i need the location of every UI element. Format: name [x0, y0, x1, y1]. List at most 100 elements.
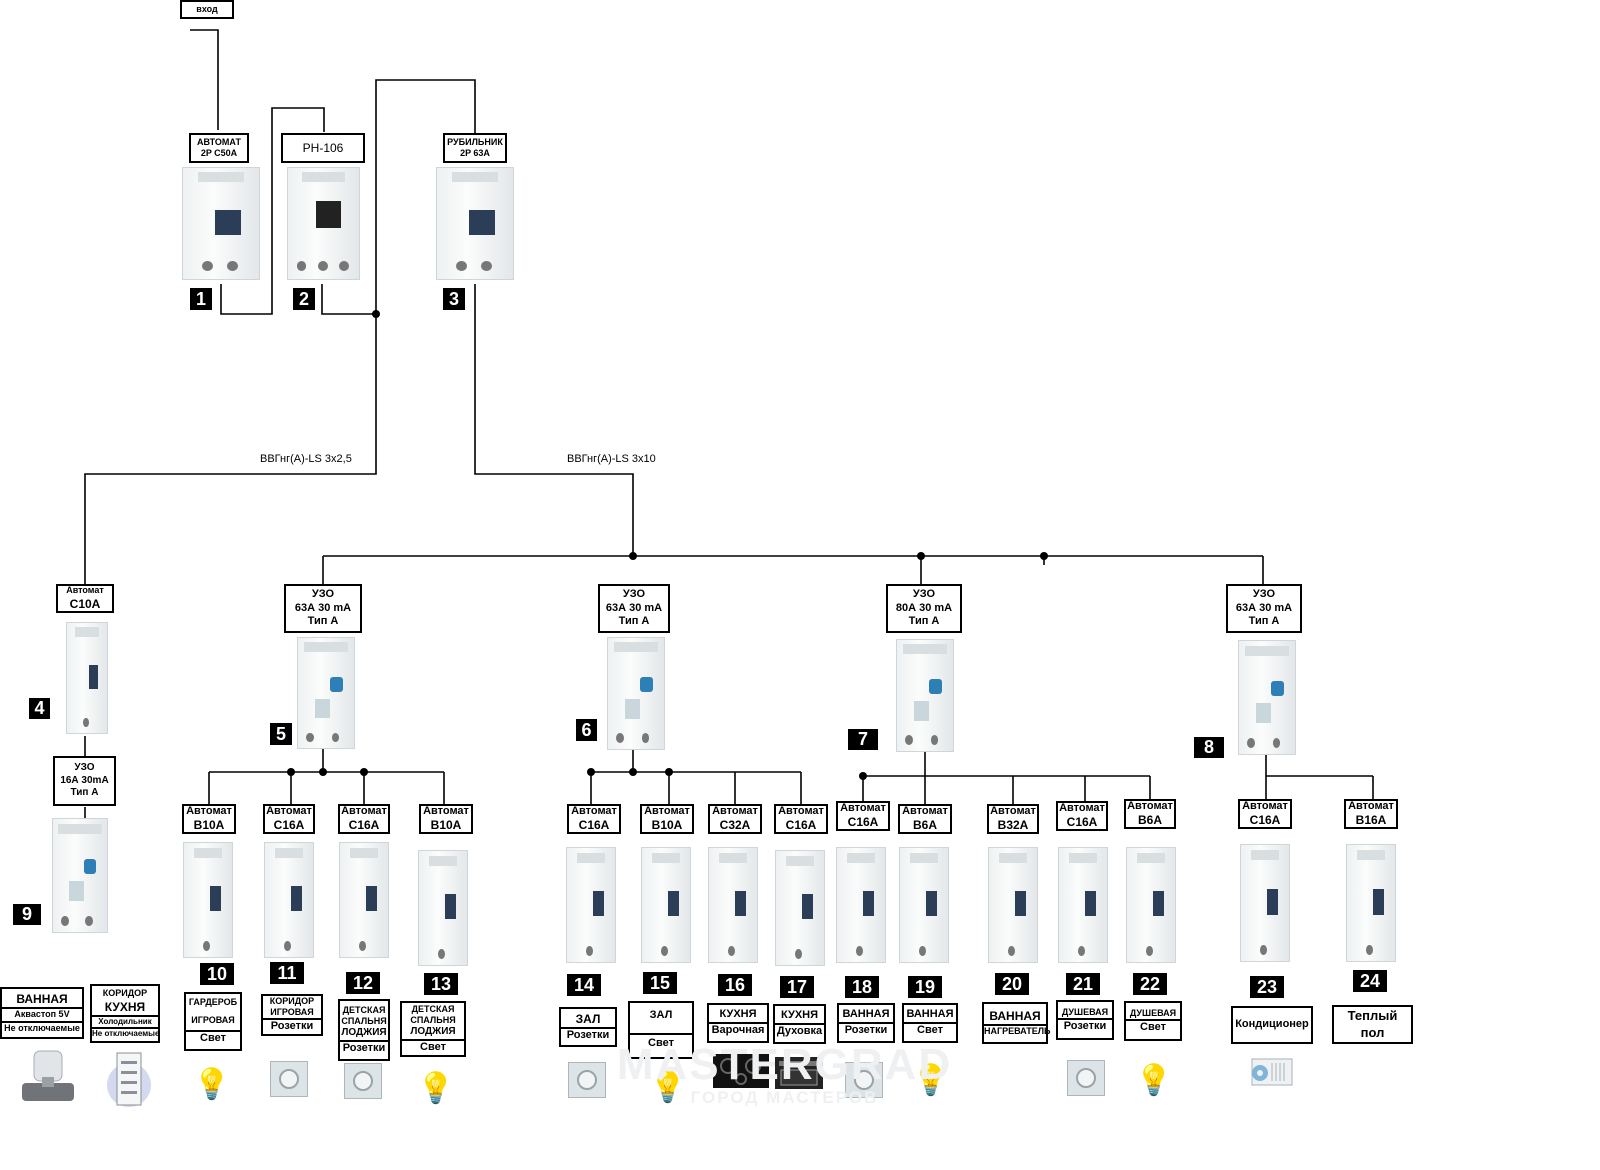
left-breaker-label: Автомат С10А: [56, 584, 114, 613]
circuit-15-type: Свет: [630, 1033, 692, 1051]
rcd-5-line3: Тип А: [307, 615, 339, 628]
circuit-11-label: КОРИДОР ИГРОВАЯ Розетки: [261, 994, 323, 1036]
breaker-13-label: Автомат В10А: [419, 804, 473, 834]
number-23: 23: [1250, 976, 1284, 998]
breaker-22-line2: В6А: [1137, 813, 1162, 828]
breaker-14-line2: С16А: [578, 818, 610, 833]
breaker-18-label: Автомат С16А: [836, 801, 890, 831]
circuit-18-dest1: ВАННАЯ: [842, 1008, 890, 1021]
breaker-16-line1: Автомат: [712, 804, 758, 817]
breaker-11-line1: Автомат: [266, 804, 312, 817]
breaker-15-line2: В10А: [651, 818, 683, 833]
number-8: 8: [1194, 737, 1224, 758]
number-18: 18: [845, 976, 879, 998]
rcd-8-line3: Тип А: [1248, 615, 1280, 628]
breaker-12-line1: Автомат: [341, 804, 387, 817]
socket-icon: [344, 1063, 382, 1099]
circuit-22-type: Свет: [1126, 1018, 1180, 1035]
main-switch-device: [436, 167, 514, 280]
rcd-5-label: УЗО 63А 30 mA Тип А: [284, 584, 362, 633]
breaker-17-line2: С16А: [785, 818, 817, 833]
circuit-17-label: КУХНЯ Духовка: [773, 1004, 826, 1044]
socket-icon: [270, 1061, 308, 1097]
circuit-20-label: ВАННАЯ НАГРЕВАТЕЛЬ: [982, 1002, 1051, 1044]
breaker-24-label: Автомат В16А: [1344, 799, 1398, 829]
circuit-19-label: ВАННАЯ Свет: [902, 1003, 958, 1043]
circuit-17-dest1: КУХНЯ: [780, 1009, 819, 1022]
breaker-18-device: [836, 847, 886, 963]
circuit-19-type: Свет: [904, 1022, 956, 1038]
number-10: 10: [200, 963, 234, 985]
air-conditioner-icon: [1251, 1058, 1293, 1086]
light-bulb-icon: 💡: [193, 1068, 231, 1101]
circuit-24-dest1: Теплый: [1347, 1008, 1398, 1024]
socket-icon: [845, 1062, 883, 1098]
bath-group-line1: Аквастоп 5V: [2, 1007, 82, 1020]
circuit-13-label: ДЕТСКАЯ СПАЛЬНЯ ЛОДЖИЯ Свет: [400, 1001, 466, 1057]
number-5: 5: [270, 723, 292, 745]
circuit-12-label: ДЕТСКАЯ СПАЛЬНЯ ЛОДЖИЯ Розетки: [338, 999, 390, 1061]
rcd-7-line2: 80А 30 mA: [895, 601, 953, 614]
breaker-10-line1: Автомат: [186, 804, 232, 817]
breaker-15-label: Автомат В10А: [640, 804, 694, 834]
rcd-6-label: УЗО 63А 30 mA Тип А: [598, 584, 670, 633]
circuit-11-dest2: ИГРОВАЯ: [270, 1007, 314, 1018]
corridor-group-title2: КУХНЯ: [104, 999, 146, 1014]
circuit-14-dest1: ЗАЛ: [575, 1011, 601, 1026]
left-breaker-line2: С10А: [69, 596, 101, 611]
water-valve-icon: [22, 1050, 74, 1101]
circuit-24-dest2: пол: [1360, 1024, 1385, 1040]
breaker-20-device: [988, 847, 1038, 963]
circuit-14-label: ЗАЛ Розетки: [559, 1007, 617, 1047]
breaker-21-label: Автомат С16А: [1056, 801, 1108, 831]
circuit-17-type: Духовка: [775, 1023, 824, 1037]
breaker-17-label: Автомат С16А: [774, 804, 828, 834]
light-bulb-icon: 💡: [912, 1064, 950, 1097]
rcd-7-device: [896, 639, 954, 752]
voltage-relay-text: РН-106: [302, 140, 344, 155]
number-20: 20: [995, 973, 1029, 995]
number-19: 19: [908, 976, 942, 998]
breaker-20-line1: Автомат: [990, 804, 1036, 817]
circuit-10-dest1: ГАРДЕРОБ: [188, 997, 238, 1008]
main-breaker-label: АВТОМАТ 2P C50A: [189, 133, 249, 163]
number-2: 2: [293, 288, 315, 310]
circuit-12-type: Розетки: [340, 1039, 388, 1056]
breaker-12-device: [339, 842, 389, 958]
left-rcd-line1: УЗО: [74, 762, 95, 774]
breaker-17-line1: Автомат: [778, 804, 824, 817]
circuit-22-label: ДУШЕВАЯ Свет: [1124, 1001, 1182, 1041]
number-9: 9: [13, 904, 41, 925]
rcd-5-line2: 63А 30 mA: [294, 601, 352, 614]
left-breaker-line1: Автомат: [66, 585, 104, 596]
cooktop-icon: [713, 1054, 769, 1088]
number-4: 4: [29, 698, 50, 719]
breaker-21-line1: Автомат: [1059, 801, 1105, 814]
main-switch-label: РУБИЛЬНИК 2P 63A: [443, 133, 507, 163]
number-17: 17: [780, 976, 814, 998]
light-bulb-icon: 💡: [649, 1071, 687, 1104]
number-11: 11: [270, 962, 304, 984]
circuit-24-label: Теплый пол: [1332, 1005, 1413, 1044]
main-breaker-line2: 2P C50A: [200, 148, 238, 158]
light-bulb-icon: 💡: [1135, 1064, 1173, 1097]
breaker-14-line1: Автомат: [571, 804, 617, 817]
breaker-14-device: [566, 847, 616, 963]
circuit-12-dest2: СПАЛЬНЯ: [341, 1015, 387, 1026]
number-1: 1: [190, 288, 212, 310]
circuit-13-dest1: ДЕТСКАЯ: [411, 1003, 455, 1014]
cable-left-label: ВВГнг(А)-LS 3х2,5: [260, 453, 352, 465]
number-12: 12: [346, 972, 380, 994]
breaker-24-device: [1346, 844, 1396, 962]
breaker-18-line2: С16А: [847, 815, 879, 830]
left-rcd-line2: 16А 30mA: [60, 774, 109, 786]
breaker-16-device: [708, 847, 758, 963]
breaker-18-line1: Автомат: [840, 801, 886, 814]
main-breaker-device: [182, 167, 260, 280]
breaker-23-device: [1240, 844, 1290, 962]
circuit-18-type: Розетки: [839, 1022, 893, 1038]
circuit-23-dest1: Кондиционер: [1235, 1018, 1309, 1031]
main-breaker-line1: АВТОМАТ: [197, 136, 241, 147]
circuit-22-dest1: ДУШЕВАЯ: [1129, 1007, 1177, 1018]
breaker-22-line1: Автомат: [1127, 799, 1173, 812]
